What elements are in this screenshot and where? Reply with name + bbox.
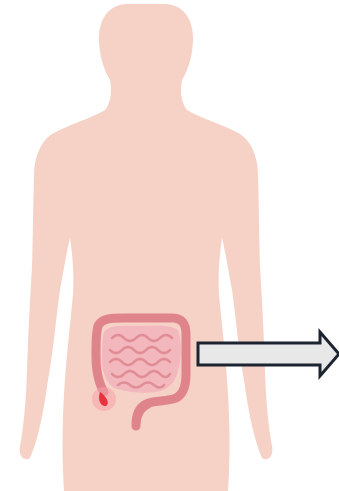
body-silhouette: [20, 4, 273, 491]
human-silhouette-icon: [20, 4, 273, 491]
